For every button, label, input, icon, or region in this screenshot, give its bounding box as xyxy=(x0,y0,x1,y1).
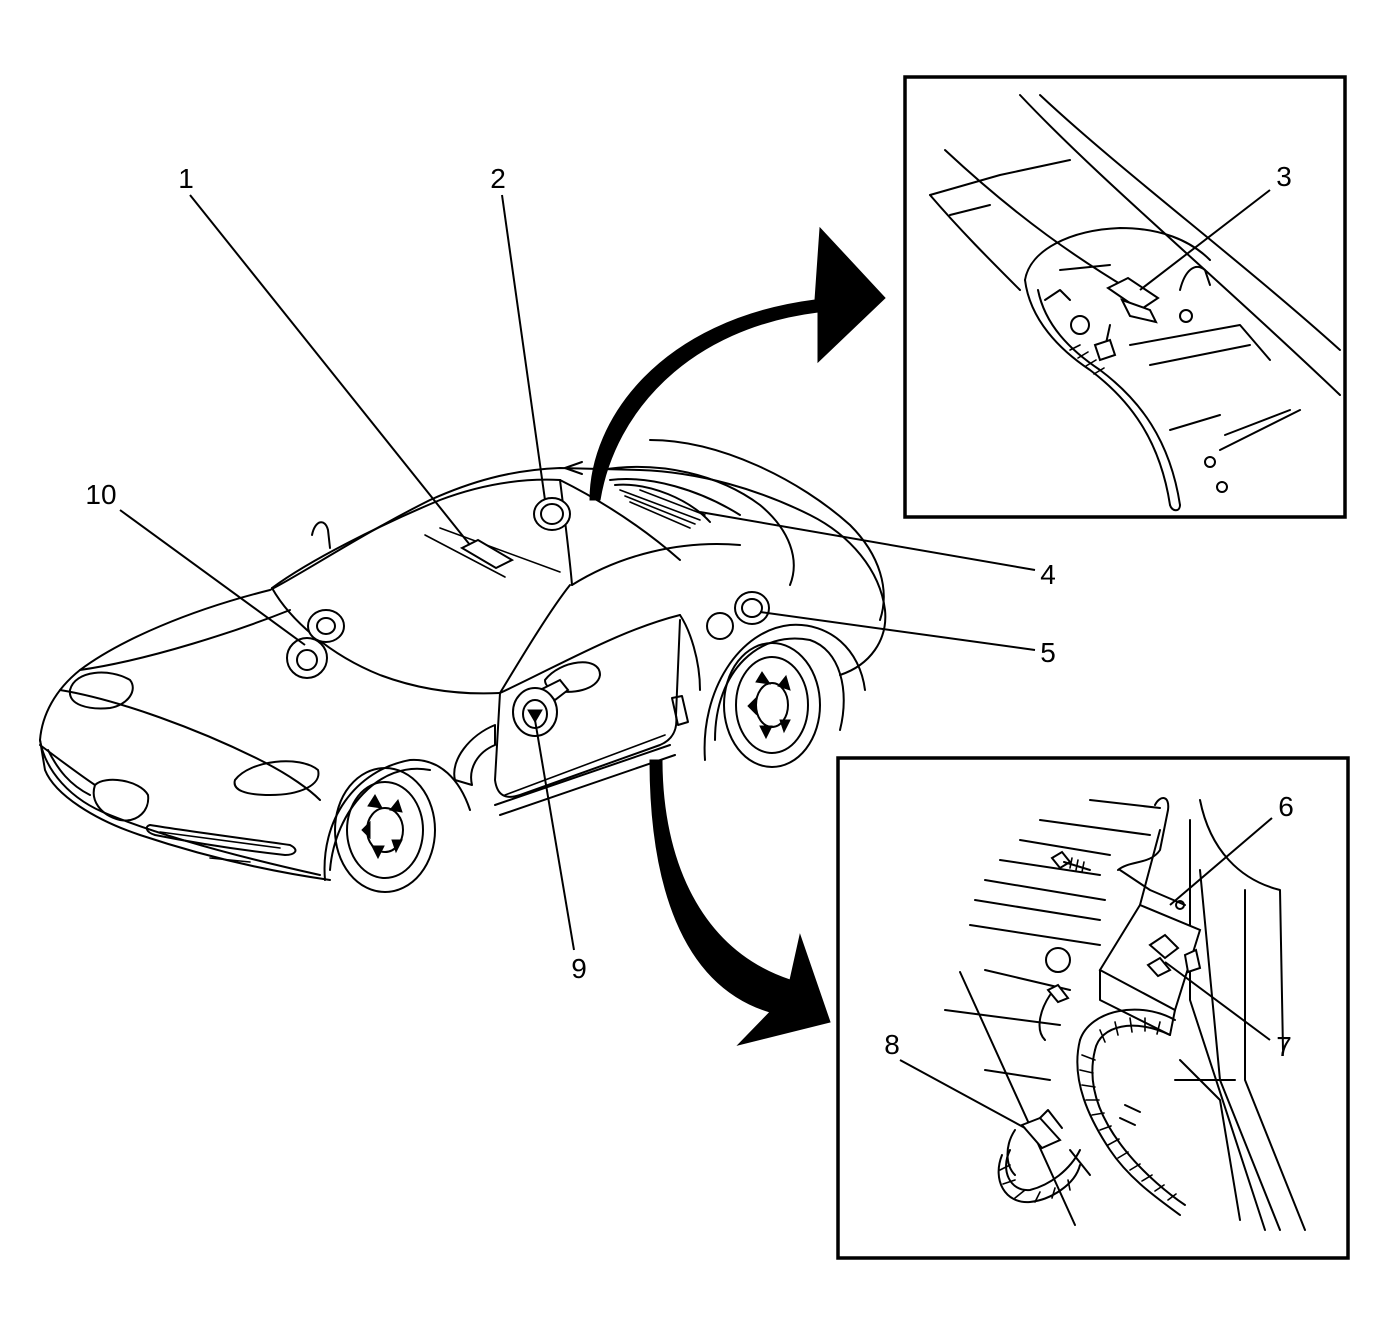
arrow-to-lower-detail xyxy=(649,759,831,1046)
leader-9 xyxy=(534,719,575,951)
leader-5 xyxy=(759,611,1036,651)
callout-2: 2 xyxy=(490,163,506,194)
arrow-to-upper-detail xyxy=(589,226,886,501)
callout-3: 3 xyxy=(1276,161,1292,192)
speaker-4-icon xyxy=(639,489,706,516)
leader-4 xyxy=(699,511,1036,571)
lower-detail-drawing xyxy=(944,797,1306,1231)
upper-detail-drawing xyxy=(929,94,1341,512)
callout-labels: 1 2 3 4 5 6 7 8 9 10 xyxy=(85,161,1293,1062)
callout-8: 8 xyxy=(884,1029,900,1060)
leader-2 xyxy=(501,194,546,501)
leader-lines xyxy=(119,189,1273,1129)
detail-box-lower xyxy=(836,756,1350,1260)
speaker-1-icon xyxy=(459,538,515,570)
callout-9: 9 xyxy=(571,953,587,984)
callout-6: 6 xyxy=(1278,791,1294,822)
callout-7: 7 xyxy=(1276,1031,1292,1062)
leader-1 xyxy=(189,194,471,546)
leader-7 xyxy=(1164,961,1271,1041)
callout-5: 5 xyxy=(1040,637,1056,668)
wiring-harness xyxy=(997,1008,1186,1216)
leader-3 xyxy=(1139,189,1271,291)
callout-4: 4 xyxy=(1040,559,1056,590)
callout-10: 10 xyxy=(85,479,116,510)
speaker-9-icon xyxy=(512,678,570,737)
leader-8 xyxy=(899,1059,1026,1129)
leader-6 xyxy=(1169,817,1273,906)
leader-10 xyxy=(119,509,306,646)
detail-box-upper xyxy=(903,75,1347,519)
callout-1: 1 xyxy=(178,163,194,194)
speaker-2-icon xyxy=(533,497,571,531)
speaker-5-icon xyxy=(734,591,770,625)
speaker-10-icon xyxy=(286,609,345,679)
car-illustration xyxy=(39,439,887,893)
